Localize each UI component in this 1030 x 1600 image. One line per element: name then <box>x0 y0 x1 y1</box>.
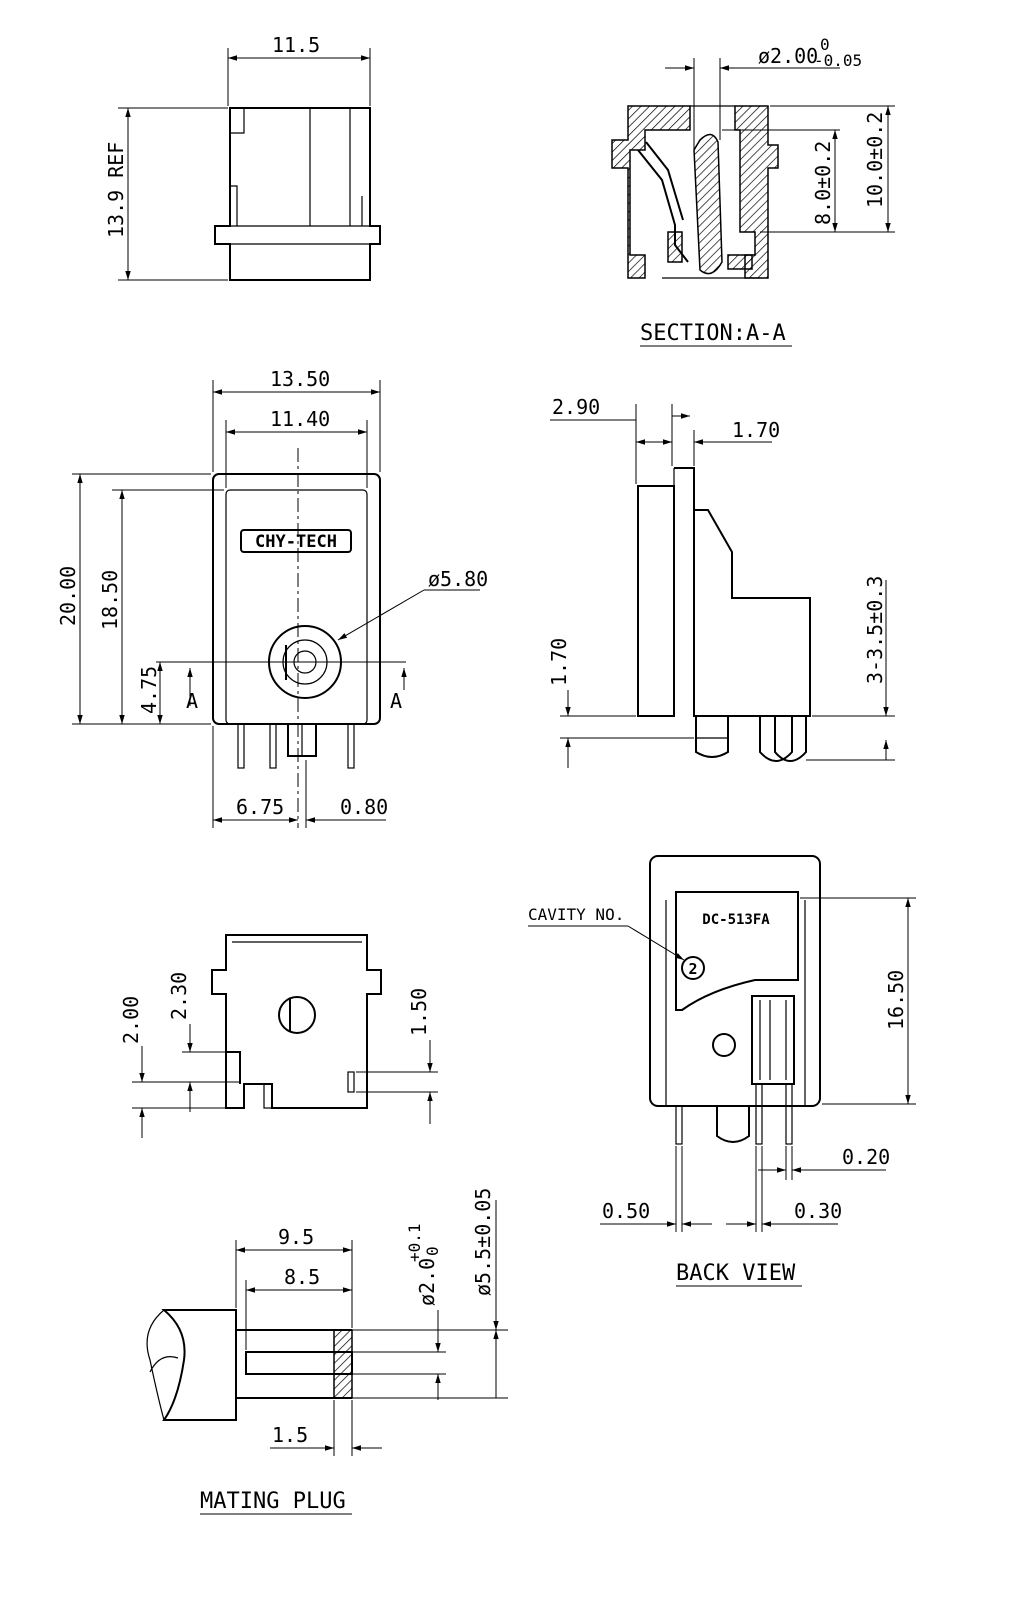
front-inner-height-label: 18.50 <box>98 570 122 630</box>
top-view-body <box>214 107 381 281</box>
bottom-dim-b-label: 2.30 <box>167 972 191 1020</box>
bottom-left-dimensions: 2.00 2.30 <box>119 972 240 1138</box>
back-cavity-callout: CAVITY NO. <box>528 905 685 961</box>
front-width-dimensions: 13.50 11.40 <box>212 367 381 488</box>
back-pin-gap-label: 0.20 <box>842 1145 890 1169</box>
section-diameter-tol-upper: 0 <box>820 35 830 54</box>
section-diameter-dimension: ø2.00 0 -0.05 <box>665 35 862 150</box>
section-depth-outer-label: 10.0±0.2 <box>863 112 887 208</box>
back-pin-width-left-label: 0.50 <box>602 1199 650 1223</box>
bottom-right-dimension: 1.50 <box>356 988 438 1124</box>
back-view: DC-513FA 2 CAVITY NO. 16.50 <box>528 855 916 1287</box>
front-section-marks: A A <box>186 668 407 713</box>
plug-inner-tol-lower: 0 <box>423 1246 442 1256</box>
side-view: 2.90 1.70 1.70 3-3.5±0.3 <box>547 395 895 768</box>
top-height-dimension: 13.9 REF <box>104 107 228 281</box>
plug-length-dimensions: 9.5 8.5 1.5 <box>235 1225 382 1456</box>
section-view: ø2.00 0 -0.05 8.0±0.2 10.0±0.2 SECTION:A… <box>611 35 895 347</box>
front-overall-height-label: 20.00 <box>56 566 80 626</box>
plug-tip-length-label: 1.5 <box>272 1423 308 1447</box>
side-standoff-dimension: 1.70 <box>547 638 694 768</box>
front-offset-pin-label: 0.80 <box>340 795 388 819</box>
side-pin-dimension: 3-3.5±0.3 <box>806 576 895 761</box>
back-height-dimension: 16.50 <box>800 897 916 1105</box>
top-height-label: 13.9 REF <box>104 142 128 238</box>
top-width-label: 11.5 <box>272 33 320 57</box>
plug-outer-diameter-label: ø5.5±0.05 <box>471 1188 495 1296</box>
front-logo: CHY-TECH <box>255 532 337 552</box>
plug-inner-diameter-label: ø2.0 <box>415 1258 439 1306</box>
front-view: CHY-TECH 13.50 11.40 2 <box>56 367 488 828</box>
plug-inner-tol-upper: +0.1 <box>405 1223 424 1262</box>
top-width-dimension: 11.5 <box>227 33 371 106</box>
back-part-number: DC-513FA <box>702 912 770 928</box>
front-diameter-callout: ø5.80 <box>337 567 488 641</box>
section-body <box>611 105 779 279</box>
back-pin-dimensions: 0.50 0.30 0.20 <box>600 1145 890 1232</box>
side-body <box>637 467 811 762</box>
back-title: BACK VIEW <box>676 1261 796 1286</box>
side-standoff-label: 1.70 <box>547 638 571 686</box>
section-depth-inner-label: 8.0±0.2 <box>811 141 835 225</box>
plug-diameter-dimensions: ø2.0 +0.1 0 ø5.5±0.05 <box>405 1188 499 1400</box>
bottom-dim-c-label: 1.50 <box>407 988 431 1036</box>
back-pin-width-right-label: 0.30 <box>794 1199 842 1223</box>
side-pin-length-label: 3-3.5±0.3 <box>863 576 887 684</box>
plug-title: MATING PLUG <box>200 1489 346 1514</box>
plug-body <box>146 1309 508 1421</box>
bottom-body <box>211 934 382 1109</box>
front-bottom-dimensions: 6.75 0.80 <box>212 726 388 828</box>
front-section-mark-right: A <box>390 689 402 713</box>
front-overall-width-label: 13.50 <box>270 367 330 391</box>
front-height-dimensions: 20.00 18.50 4.75 <box>56 473 224 725</box>
bottom-view: 2.00 2.30 1.50 <box>119 934 438 1138</box>
front-offset-left-label: 6.75 <box>236 795 284 819</box>
back-cavity-label: CAVITY NO. <box>528 905 624 924</box>
bottom-dim-a-label: 2.00 <box>119 996 143 1044</box>
section-diameter-label: ø2.00 <box>758 44 818 68</box>
side-flange-thickness-label: 2.90 <box>552 395 600 419</box>
front-inner-width-label: 11.40 <box>270 407 330 431</box>
front-hole-diameter-label: ø5.80 <box>428 567 488 591</box>
plug-view: 9.5 8.5 1.5 ø2.0 +0.1 0 ø5.5±0.05 MATING… <box>146 1188 508 1515</box>
side-top-dimensions: 2.90 1.70 <box>550 395 780 484</box>
back-body: DC-513FA 2 <box>649 855 821 1145</box>
section-depth-dimensions: 8.0±0.2 10.0±0.2 <box>722 105 895 233</box>
front-center-height-label: 4.75 <box>137 666 161 714</box>
back-cavity-number: 2 <box>688 960 697 978</box>
plug-length-inner-label: 8.5 <box>284 1265 320 1289</box>
plug-length-outer-label: 9.5 <box>278 1225 314 1249</box>
side-wall-thickness-label: 1.70 <box>732 418 780 442</box>
front-section-mark-left: A <box>186 689 198 713</box>
back-height-label: 16.50 <box>884 970 908 1030</box>
front-body: CHY-TECH <box>156 448 406 828</box>
section-title: SECTION:A-A <box>640 321 786 346</box>
top-view: 11.5 13.9 REF <box>104 33 381 281</box>
section-diameter-tol-lower: -0.05 <box>814 51 862 70</box>
